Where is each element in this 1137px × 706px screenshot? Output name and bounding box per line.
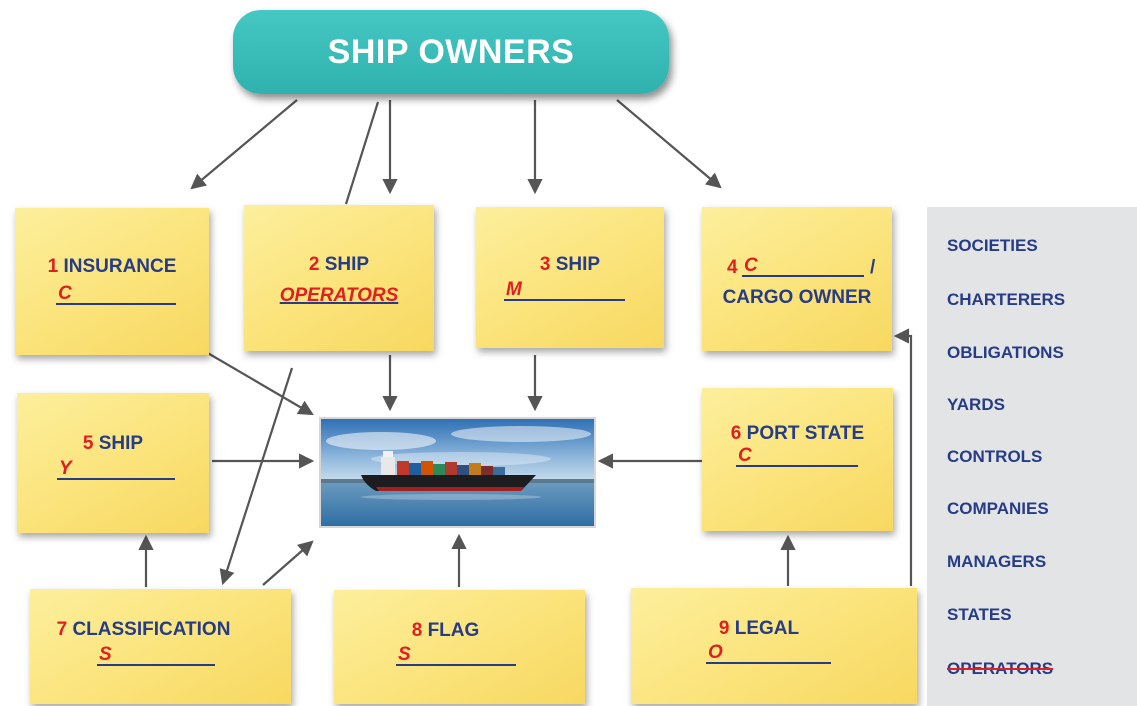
word-bank-item[interactable]: STATES <box>947 605 1012 624</box>
line-owner-to-classification <box>344 101 380 205</box>
note-port-state-controls: 6 PORT STATE C <box>702 388 893 531</box>
word-bank-item-used[interactable]: OPERATORS <box>947 659 1054 678</box>
note-number: 9 <box>718 618 730 639</box>
answer-hint-letter: C <box>744 255 758 276</box>
answer-hint-letter: C <box>738 445 752 466</box>
arrow-owner-to-insurance <box>190 99 298 190</box>
note-number: 6 <box>730 423 742 444</box>
answer-hint-letter: C <box>58 283 72 304</box>
answer-hint-letter: M <box>506 279 522 300</box>
note-ship-managers: 3 SHIP M <box>476 207 664 348</box>
note-label: INSURANCE <box>63 256 177 277</box>
arrow-insurance-to-ship <box>205 351 314 416</box>
ship-owners-title: SHIP OWNERS <box>327 32 575 71</box>
note-label: SHIP <box>98 433 144 454</box>
ship-owners-box: SHIP OWNERS <box>233 10 669 94</box>
arrow-owner-to-charterers <box>616 99 722 189</box>
note-number: 8 <box>411 620 423 641</box>
word-bank-panel: SOCIETIES CHARTERERS OBLIGATIONS YARDS C… <box>927 207 1137 706</box>
word-bank-item[interactable]: MANAGERS <box>947 552 1047 571</box>
word-bank-item[interactable]: YARDS <box>947 395 1005 414</box>
note-label: SHIP <box>555 254 601 275</box>
answer-hint-letter: S <box>398 644 411 665</box>
note-label: FLAG <box>427 620 480 641</box>
note-ship-yards: 5 SHIP Y <box>17 393 209 533</box>
arrow-legal-to-charterers <box>893 328 913 586</box>
arrow-to-classification <box>219 367 294 586</box>
note-legal-obligations: 9 LEGAL O <box>631 588 917 704</box>
answer-blank[interactable]: M <box>504 279 625 301</box>
note-number: 4 <box>727 257 738 278</box>
arrow-classification-to-ship <box>262 540 314 586</box>
note-number: 2 <box>308 254 320 275</box>
note-number: 1 <box>47 256 59 277</box>
container-ship-illustration <box>321 419 594 526</box>
word-bank-item[interactable]: SOCIETIES <box>947 236 1038 255</box>
note-ship-operators: 2 SHIP OPERATORS <box>244 205 434 351</box>
answer-blank[interactable]: C <box>736 445 858 467</box>
note-insurance: 1 INSURANCE C <box>15 208 209 355</box>
note-number: 5 <box>82 433 94 454</box>
note-number: 3 <box>539 254 551 275</box>
answer-blank[interactable]: S <box>97 644 215 666</box>
answer-hint-letter: Y <box>59 458 72 479</box>
answer-blank[interactable]: Y <box>57 458 175 480</box>
answer-blank[interactable]: O <box>706 642 831 664</box>
answer-blank[interactable]: C <box>56 283 176 305</box>
answer-blank[interactable]: C <box>742 255 864 277</box>
note-charterers: C 4 / CARGO OWNER <box>702 207 892 351</box>
word-bank-item[interactable]: CONTROLS <box>947 447 1043 466</box>
answer-blank[interactable]: S <box>396 644 516 666</box>
container-ship-image <box>319 417 596 528</box>
note-slash: / <box>870 257 876 278</box>
note-classification-societies: 7 CLASSIFICATION S <box>30 589 291 704</box>
word-bank-item[interactable]: CHARTERERS <box>947 290 1066 309</box>
note-label-line2: CARGO OWNER <box>722 287 872 308</box>
note-label: PORT STATE <box>746 423 865 444</box>
note-label: CLASSIFICATION <box>72 619 231 640</box>
answer-hint-letter: O <box>708 642 723 663</box>
filled-answer: OPERATORS <box>279 285 399 306</box>
note-label: SHIP <box>324 254 370 275</box>
note-flag-states: 8 FLAG S <box>334 590 585 704</box>
word-bank-item[interactable]: COMPANIES <box>947 499 1049 518</box>
note-number: 7 <box>56 619 68 640</box>
word-bank-item[interactable]: OBLIGATIONS <box>947 343 1064 362</box>
answer-hint-letter: S <box>99 644 112 665</box>
note-label: LEGAL <box>734 618 800 639</box>
